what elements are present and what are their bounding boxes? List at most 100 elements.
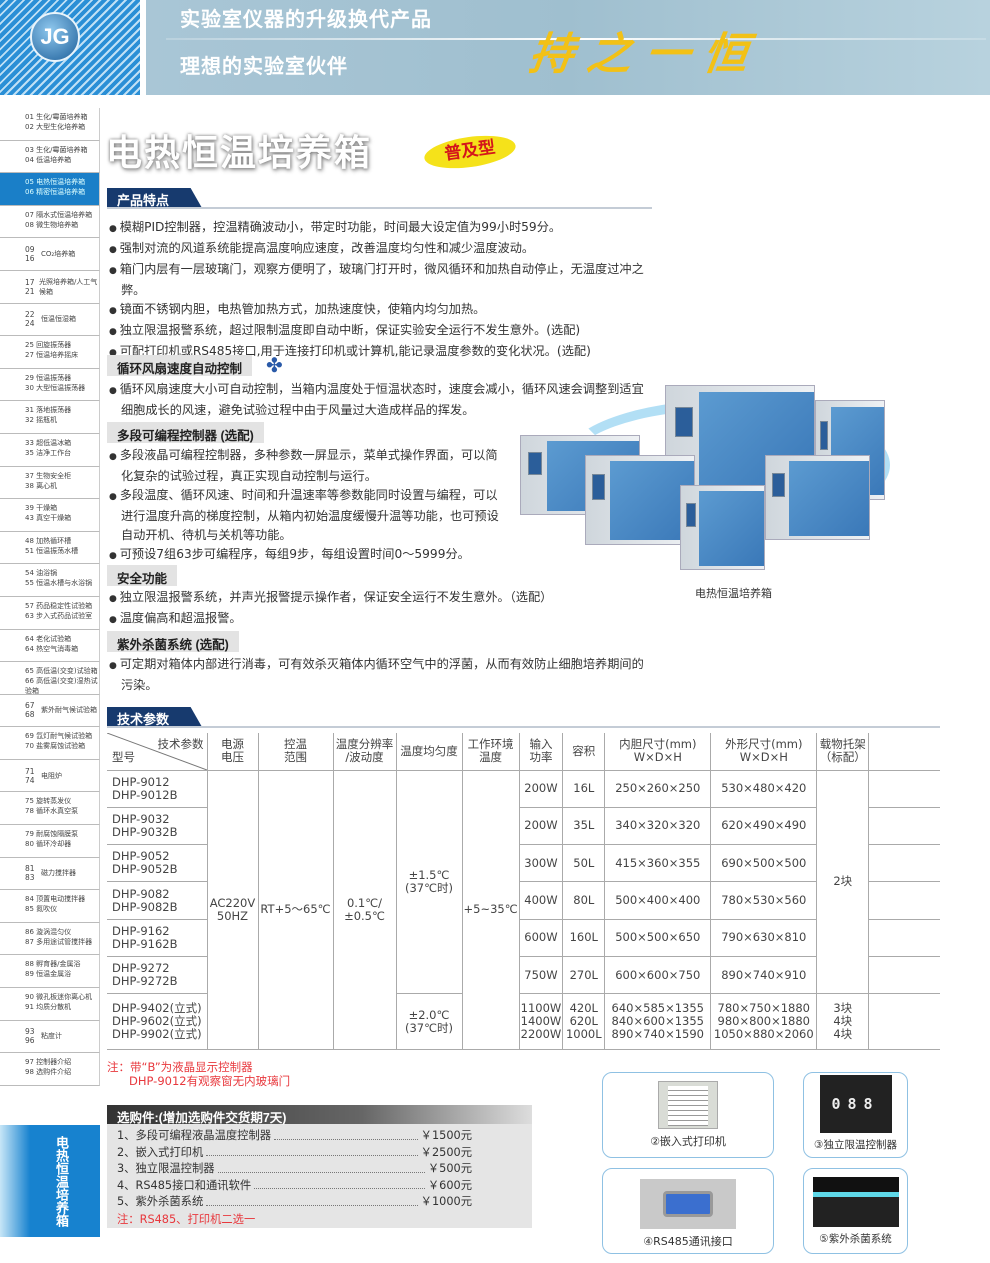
- options-heading: 选购件:(增加选购件交货期7天): [107, 1105, 532, 1125]
- option-price: ￥500元: [427, 1162, 472, 1175]
- accessory-rs485: ④RS485通讯接口: [602, 1168, 774, 1254]
- sidebar-item-label: 电阻炉: [41, 771, 62, 780]
- sidebar-item-label: 25 回旋振荡器: [25, 341, 72, 350]
- sidebar-item-label: 65 高低温(交变)试验箱: [25, 667, 98, 676]
- option-item: 4、RS485接口和通讯软件 ￥600元: [107, 1178, 532, 1195]
- accessory-printer: ②嵌入式打印机: [602, 1072, 774, 1158]
- sidebar-item-label: 07 隔水式恒温培养箱: [25, 210, 93, 219]
- section-specs: 技术参数: [107, 707, 202, 727]
- sidebar-item-label: 69 氙灯耐气候试验箱: [25, 732, 93, 741]
- current-section-tab[interactable]: 电热恒温培养箱: [0, 1125, 100, 1237]
- table-cell: 16L: [562, 770, 606, 808]
- table-cell: 160L: [562, 919, 606, 957]
- logo-emblem: JG: [30, 12, 80, 62]
- sidebar-item[interactable]: 93 96 粘度计: [0, 1020, 100, 1054]
- table-cell: 790×630×810: [710, 919, 818, 957]
- sidebar-item-label: 磁力搅拌器: [41, 869, 76, 878]
- table-cell: 200W: [519, 770, 564, 808]
- table-cell: 780×750×1880 980×800×1880 1050×880×2060: [710, 993, 818, 1051]
- accessory-uv: ⑤紫外杀菌系统: [803, 1168, 908, 1254]
- tagline-1: 实验室仪器的升级换代产品: [180, 7, 432, 31]
- table-cell: 530×480×420: [710, 770, 818, 808]
- sidebar-item-label: 64 热空气消毒箱: [25, 644, 79, 653]
- model-cell: DHP-9052 DHP-9052B: [107, 844, 208, 883]
- page-numbers: 93 96: [25, 1027, 35, 1046]
- page-numbers: 71 74: [25, 766, 35, 785]
- table-cell: +5~35℃: [462, 770, 520, 1051]
- sidebar-item-label: 91 均质分散机: [25, 1003, 72, 1012]
- table-cell: 3块 4块 4块: [816, 993, 870, 1051]
- option-name: 4、RS485接口和通讯软件: [117, 1178, 252, 1192]
- bullet-item: 多段温度、循环风速、时间和升温速率等参数能同时设置与编程，可以进行温度升高的梯度…: [107, 486, 502, 545]
- sidebar-item-label: 90 微孔板迷你离心机: [25, 993, 93, 1002]
- option-price: ￥600元: [427, 1178, 472, 1192]
- sidebar-item-label: 恒温恒湿箱: [41, 315, 76, 324]
- sidebar-item-label: 粘度计: [41, 1032, 62, 1041]
- sidebar-item-label: 38 离心机: [25, 481, 58, 490]
- sidebar-item-label: 05 电热恒温培养箱: [25, 178, 86, 187]
- printer-photo: [658, 1081, 718, 1129]
- page-title: 电热恒温培养箱: [106, 133, 373, 174]
- table-cell: 200W: [519, 807, 564, 846]
- sidebar-item[interactable]: 71 74 电阻炉: [0, 759, 100, 793]
- sidebar-item-label: 33 超低温冰箱: [25, 438, 72, 447]
- option-item: 3、独立限温控制器￥500元: [107, 1161, 532, 1178]
- bullet-item: 箱门内层有一层玻璃门，观察方便明了，玻璃门打开时，微风循环和加热自动停止，无温度…: [107, 260, 655, 300]
- sidebar-item-label: 97 控制器介绍: [25, 1058, 72, 1067]
- option-price: ￥2500元: [420, 1145, 472, 1159]
- bullet-item: 可定期对箱体内部进行消毒，可有效杀灭箱体内循环空气中的浮菌，从而有效防止细胞培养…: [107, 655, 655, 695]
- sidebar-item-label: 35 洁净工作台: [25, 448, 72, 457]
- table-cell: AC220V 50HZ: [207, 770, 259, 1051]
- rs485-photo: [640, 1179, 736, 1229]
- option-item: 1、多段可编程液晶温度控制器￥1500元: [107, 1128, 532, 1145]
- table-cell: 600×600×750: [604, 956, 712, 995]
- sidebar-item-label: 87 多用途试管搅拌器: [25, 937, 93, 946]
- fan-list: 循环风扇速度大小可自动控制，当箱内温度处于恒温状态时，速度会减小，循环风速会调整…: [107, 380, 655, 420]
- subheading-fan: 循环风扇速度自动控制: [107, 355, 253, 376]
- table-cell: 620×490×490: [710, 807, 818, 846]
- bullet-item: 可预设7组63步可编程序，每组9步，每组设置时间0～5999分。: [107, 545, 502, 566]
- table-cell: 600W: [519, 919, 564, 957]
- model-cell: DHP-9082 DHP-9082B: [107, 881, 208, 920]
- sidebar-item-label: 51 恒温振荡水槽: [25, 546, 79, 555]
- model-cell: DHP-9272 DHP-9272B: [107, 956, 208, 995]
- sidebar-item-label: 06 精密恒温培养箱: [25, 188, 86, 197]
- sidebar-item-label: 86 漩涡混匀仪: [25, 927, 72, 936]
- programmable-list: 多段液晶可编程控制器，多种参数一屏显示，菜单式操作界面，可以简化复杂的试验过程，…: [107, 446, 502, 566]
- table-cell: 250×260×250: [604, 770, 712, 808]
- table-cell: 340×320×320: [604, 807, 712, 846]
- page-numbers: 67 68: [25, 701, 35, 720]
- sidebar-item-label: 04 低温培养箱: [25, 155, 72, 164]
- sidebar-item-label: 75 旋转蒸发仪: [25, 797, 72, 806]
